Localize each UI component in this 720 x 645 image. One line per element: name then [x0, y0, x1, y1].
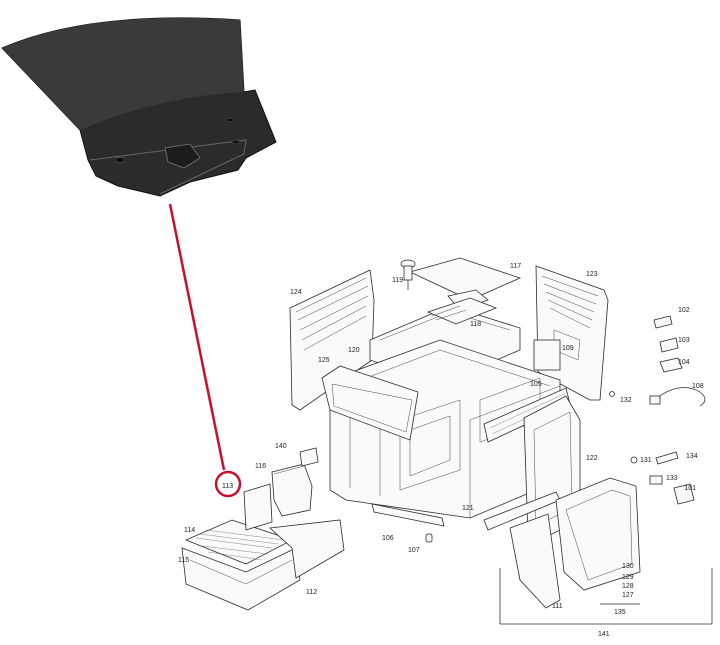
bracket-141 — [499, 568, 713, 625]
part-101-small-part — [673, 483, 695, 505]
callout-106: 106 — [382, 535, 394, 542]
part-125-front-panel — [321, 365, 419, 441]
callout-116: 116 — [255, 463, 266, 470]
callout-119: 119 — [392, 277, 403, 284]
callout-122: 122 — [586, 455, 598, 462]
part-119-knob — [400, 259, 416, 290]
callout-120: 120 — [348, 347, 360, 354]
callout-104: 104 — [678, 359, 690, 366]
callout-101: 101 — [684, 485, 696, 492]
callout-121: 121 — [462, 505, 474, 512]
part-131-small-part — [630, 456, 638, 464]
callout-131: 131 — [640, 457, 652, 464]
callout-140: 140 — [275, 443, 287, 450]
callout-102: 102 — [678, 307, 690, 314]
callout-134: 134 — [686, 453, 698, 460]
callout-114: 114 — [184, 527, 195, 534]
callout-111: 111 — [552, 603, 563, 610]
part-106-bar — [371, 503, 445, 527]
highlight-circle — [214, 470, 242, 498]
callout-133: 133 — [666, 475, 678, 482]
callout-115: 115 — [178, 557, 189, 564]
part-134-small-part — [655, 451, 679, 465]
part-116-grounds-container — [271, 463, 313, 517]
highlight-pointer-line — [168, 203, 226, 471]
part-108-power-cord — [649, 387, 706, 407]
callout-118: 118 — [470, 321, 481, 328]
callout-108: 108 — [692, 383, 704, 390]
callout-128: 128 — [622, 583, 634, 590]
callout-113: 113 — [222, 483, 233, 490]
part-107-small-part — [425, 533, 433, 543]
part-113-line-art — [243, 483, 273, 531]
callout-129: 129 — [622, 574, 634, 581]
part-113-photo — [1, 17, 277, 197]
part-tank-assembly — [555, 477, 641, 591]
part-133-small-part — [649, 475, 663, 485]
part-102-small-part — [653, 315, 673, 329]
callout-123: 123 — [586, 271, 598, 278]
part-111-water-tank — [509, 513, 561, 609]
callout-132: 132 — [620, 397, 632, 404]
callout-105: 105 — [530, 381, 542, 388]
part-132-small-part — [609, 391, 615, 397]
callout-141: 141 — [598, 631, 610, 638]
callout-125: 125 — [318, 357, 330, 364]
callout-124: 124 — [290, 289, 302, 296]
callout-127: 127 — [622, 592, 634, 599]
part-103-small-part — [659, 337, 679, 353]
callout-labels: 101 102 103 104 105 106 107 108 109 111 112 113 114 1… — [178, 263, 704, 638]
callout-130: 130 — [622, 563, 634, 570]
part-104-small-part — [659, 357, 683, 373]
part-109-block — [533, 339, 561, 371]
callout-135: 135 — [614, 609, 626, 616]
part-140-small-part — [299, 447, 319, 467]
part-115-drip-tray-body — [181, 547, 301, 611]
callout-107: 107 — [408, 547, 420, 554]
callout-103: 103 — [678, 337, 690, 344]
part-112-drip-tray-base — [269, 519, 345, 579]
callout-112: 112 — [306, 589, 317, 596]
callout-109: 109 — [562, 345, 574, 352]
callout-117: 117 — [510, 263, 521, 270]
